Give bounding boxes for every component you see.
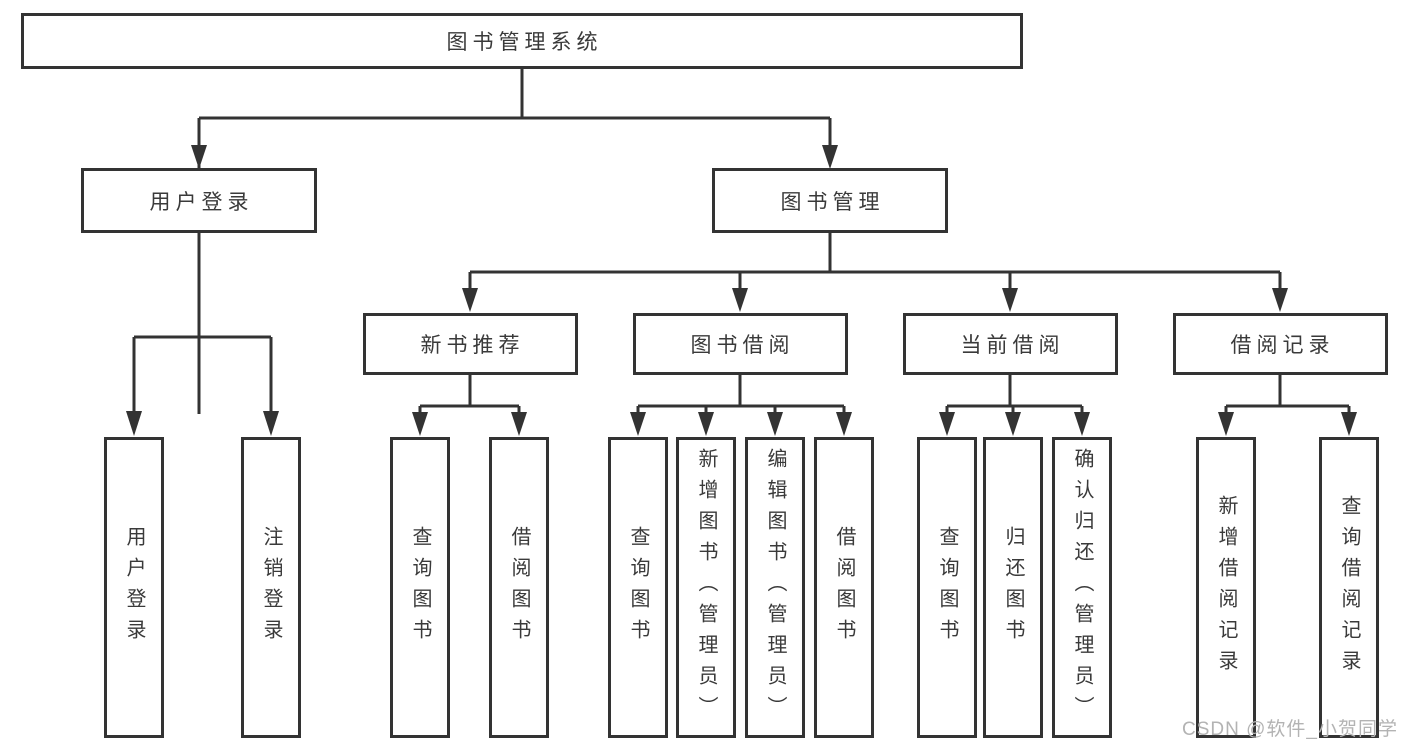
leaf-bb-add-books-admin-label: 新增图书（管理员） xyxy=(695,448,717,727)
leaf-cb-confirm-return-admin-label: 确认归还（管理员） xyxy=(1071,448,1093,727)
leaf-user-login-label: 用户登录 xyxy=(123,525,145,650)
node-book-management-label: 图书管理 xyxy=(780,190,885,214)
leaf-br-query-record: 查询借阅记录 xyxy=(1319,437,1379,738)
leaf-br-query-record-label: 查询借阅记录 xyxy=(1338,494,1360,681)
node-new-book-recommend-label: 新书推荐 xyxy=(420,334,525,357)
node-new-book-recommend: 新书推荐 xyxy=(362,313,578,375)
connector-root-to-level2 xyxy=(191,69,838,414)
leaf-bb-add-books-admin: 新增图书（管理员） xyxy=(676,437,736,738)
leaf-nb-query-books: 查询图书 xyxy=(390,437,450,738)
leaf-logout-label: 注销登录 xyxy=(260,525,282,650)
connector-user-login-children xyxy=(126,233,279,436)
leaf-user-login: 用户登录 xyxy=(104,437,164,738)
node-borrow-records-label: 借阅记录 xyxy=(1230,334,1335,357)
node-book-borrow: 图书借阅 xyxy=(632,313,848,375)
connector-current-borrow-children xyxy=(939,375,1090,436)
node-user-login: 用户登录 xyxy=(81,168,317,233)
node-borrow-records: 借阅记录 xyxy=(1172,313,1388,375)
leaf-nb-borrow-books-label: 借阅图书 xyxy=(508,525,530,650)
leaf-cb-return-books-label: 归还图书 xyxy=(1002,525,1024,650)
leaf-cb-query-books: 查询图书 xyxy=(917,437,977,738)
connector-book-management-children xyxy=(462,233,1288,312)
leaf-bb-edit-books-admin-label: 编辑图书（管理员） xyxy=(764,448,786,727)
leaf-bb-edit-books-admin: 编辑图书（管理员） xyxy=(745,437,805,738)
leaf-cb-query-books-label: 查询图书 xyxy=(936,525,958,650)
node-root-label: 图书管理系统 xyxy=(446,31,603,54)
node-current-borrow-label: 当前借阅 xyxy=(960,334,1065,357)
leaf-bb-query-books: 查询图书 xyxy=(608,437,668,738)
node-current-borrow: 当前借阅 xyxy=(902,313,1118,375)
watermark: CSDN @软件_小贺同学 xyxy=(1182,719,1398,740)
leaf-br-add-record: 新增借阅记录 xyxy=(1196,437,1256,738)
leaf-br-add-record-label: 新增借阅记录 xyxy=(1215,494,1237,681)
leaf-bb-borrow-books: 借阅图书 xyxy=(814,437,874,738)
leaf-nb-borrow-books: 借阅图书 xyxy=(489,437,549,738)
leaf-logout: 注销登录 xyxy=(241,437,301,738)
leaf-bb-query-books-label: 查询图书 xyxy=(627,525,649,650)
leaf-cb-return-books: 归还图书 xyxy=(983,437,1043,738)
connector-new-book-children xyxy=(412,375,527,436)
leaf-nb-query-books-label: 查询图书 xyxy=(409,525,431,650)
node-root: 图书管理系统 xyxy=(21,13,1023,69)
leaf-cb-confirm-return-admin: 确认归还（管理员） xyxy=(1052,437,1112,738)
connector-borrow-records-children xyxy=(1218,375,1357,436)
connector-book-borrow-children xyxy=(630,375,852,436)
leaf-bb-borrow-books-label: 借阅图书 xyxy=(833,525,855,650)
node-book-borrow-label: 图书借阅 xyxy=(690,334,795,357)
node-user-login-label: 用户登录 xyxy=(149,190,254,214)
node-book-management: 图书管理 xyxy=(712,168,948,233)
